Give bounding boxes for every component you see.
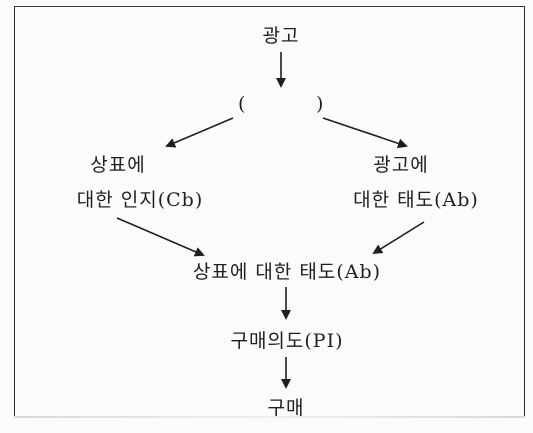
arrow-brand-awareness-to-brand-attitude	[116, 217, 205, 257]
node-brand-attitude: 상표에 대한 태도(Ab)	[192, 261, 382, 283]
node-blank-open-paren: (	[238, 93, 247, 115]
arrow-ad-attitude-to-brand-attitude	[372, 221, 425, 255]
node-brand-awareness-line1: 상표에	[90, 154, 146, 176]
node-ad-attitude-line2: 대한 태도(Ab)	[353, 189, 479, 211]
node-purchase: 구매	[267, 397, 305, 419]
node-purchase-intention: 구매의도(PI)	[230, 330, 344, 352]
node-ad-attitude-line1: 광고에	[373, 154, 429, 176]
node-ad: 광고	[262, 25, 300, 47]
node-blank-close-paren: )	[316, 93, 325, 115]
diagram-frame	[14, 6, 525, 418]
bottom-edge-shadow	[14, 416, 525, 418]
arrow-blank-to-ad-attitude	[322, 117, 408, 149]
arrow-blank-to-brand-awareness	[165, 117, 234, 148]
node-brand-awareness-line2: 대한 인지(Cb)	[76, 189, 204, 211]
